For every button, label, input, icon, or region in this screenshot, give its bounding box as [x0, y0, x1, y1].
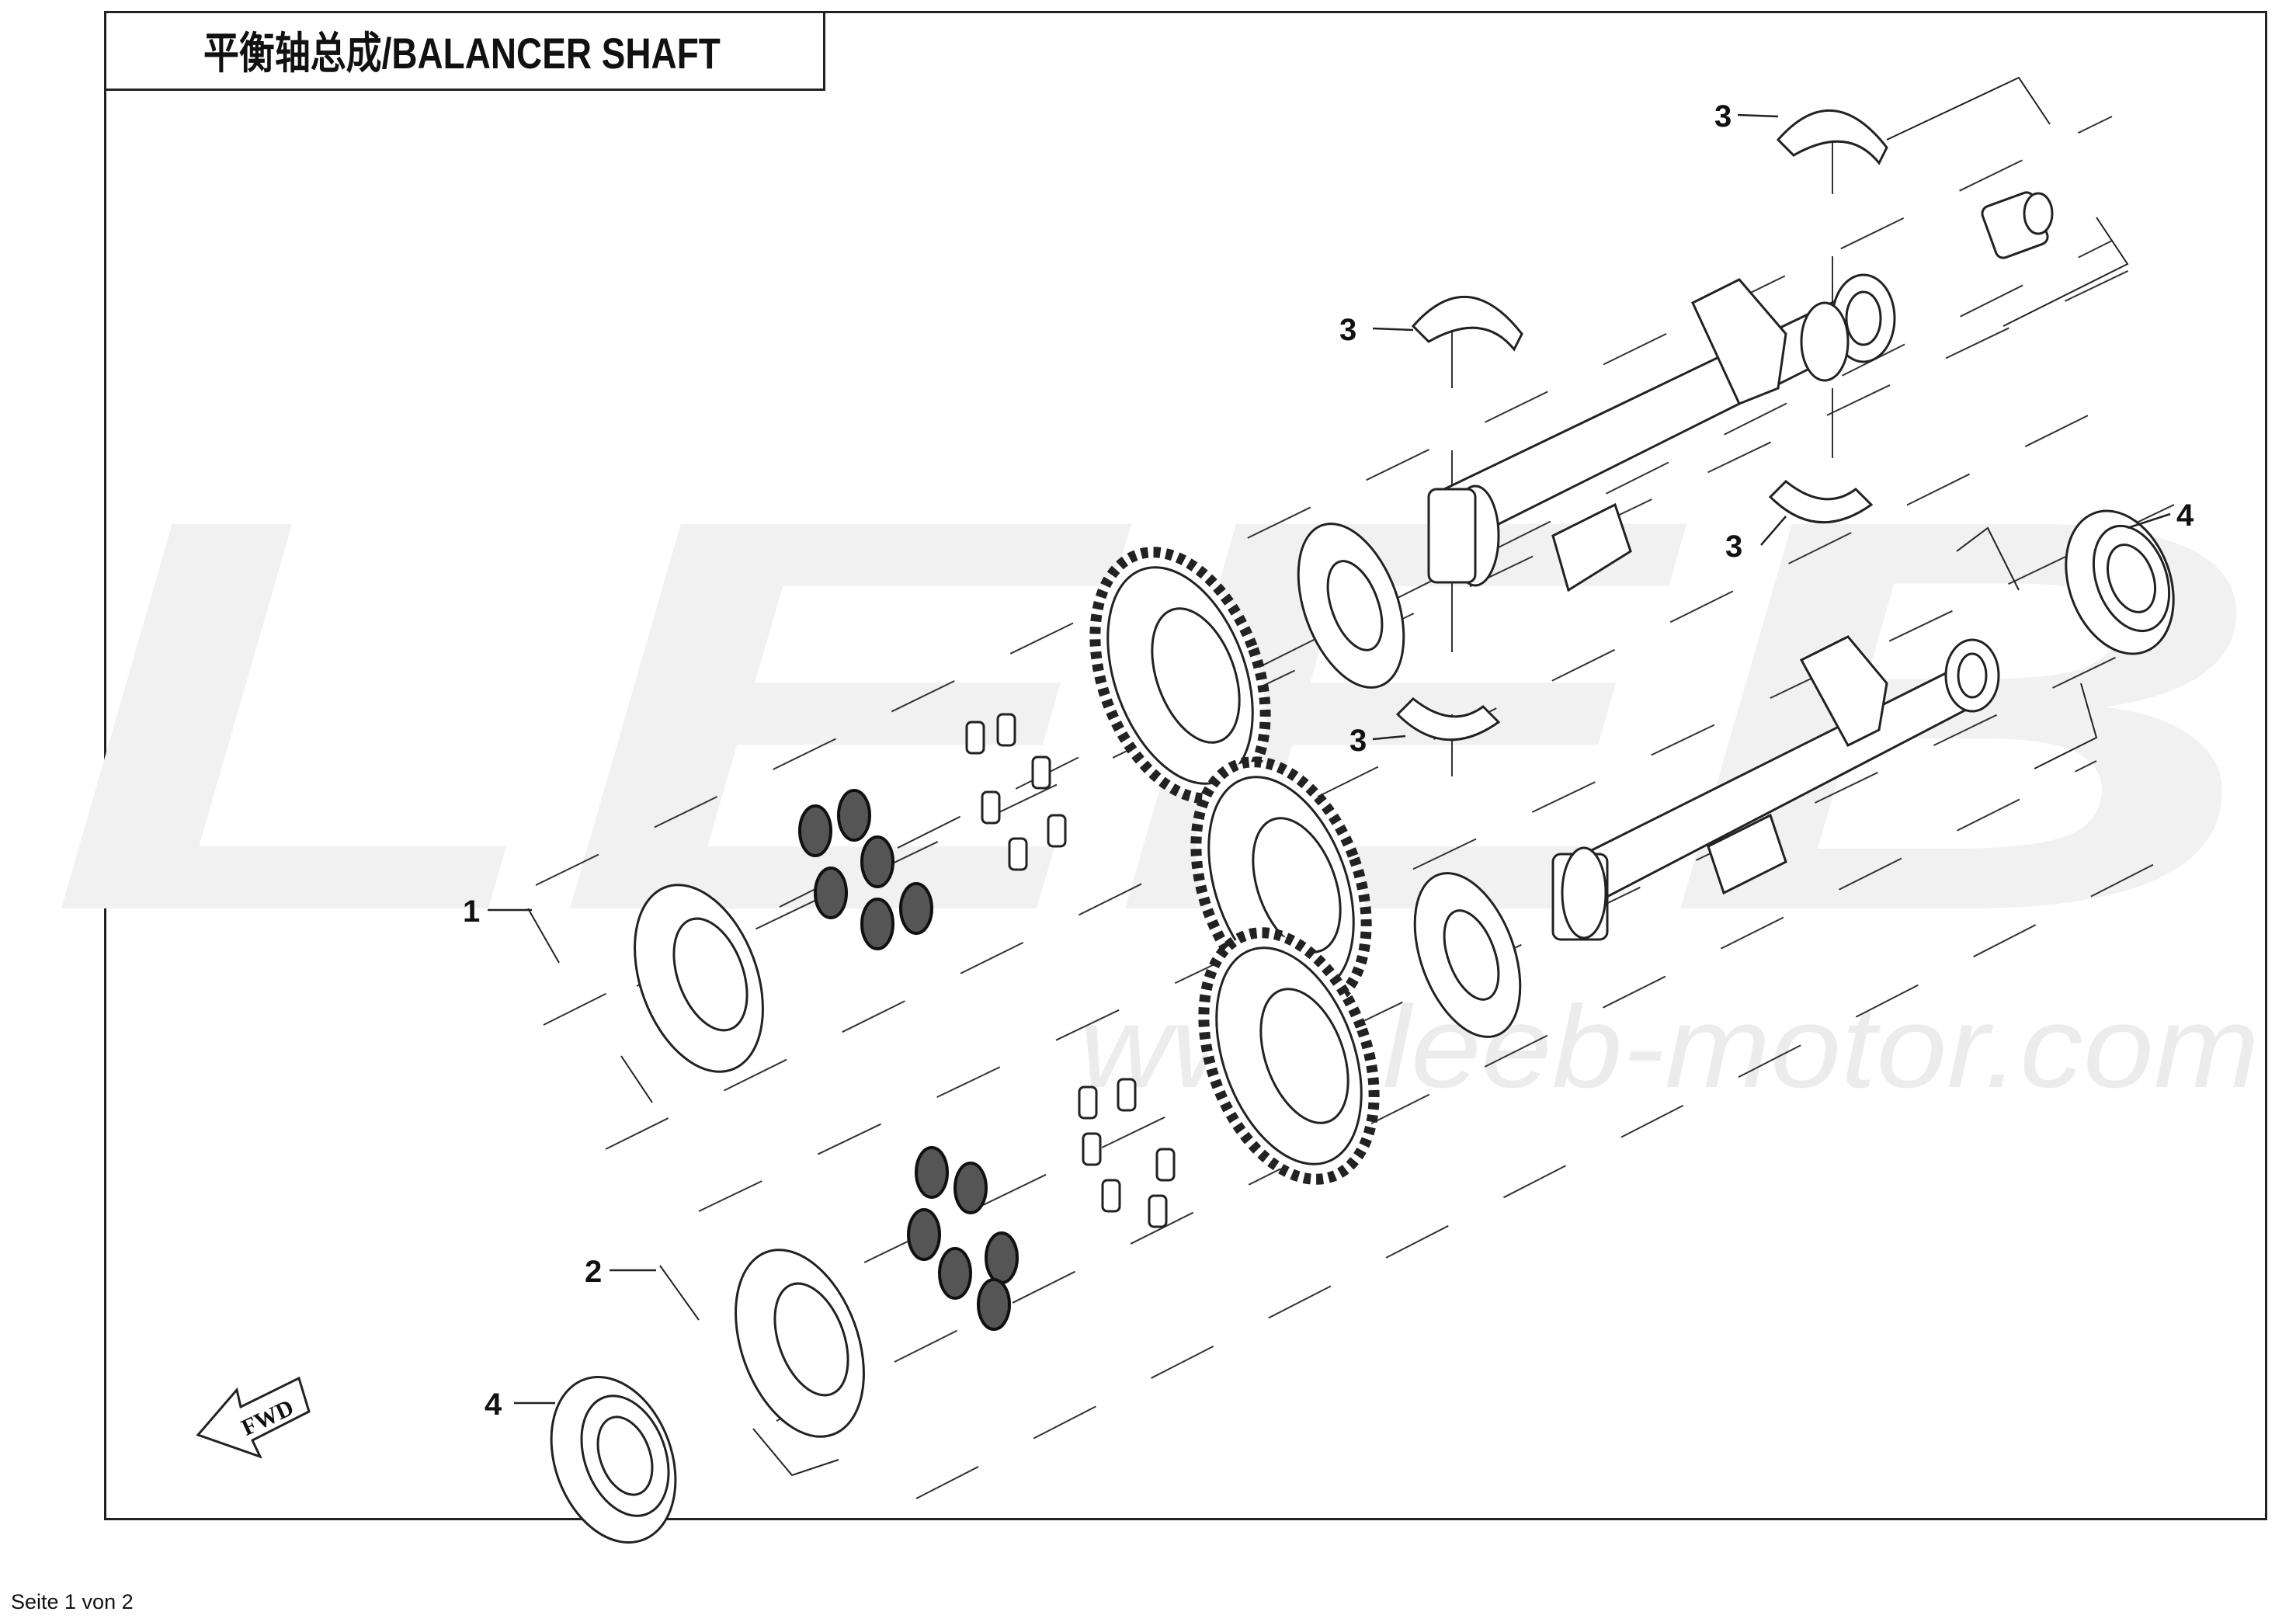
callout-1: 1 [463, 894, 480, 929]
callout-3-top-right: 3 [1714, 99, 1732, 134]
bearing-shell-top-right [1776, 109, 1888, 165]
balancer-shaft-upper [1427, 273, 1896, 592]
callout-4-left: 4 [485, 1388, 502, 1422]
callout-3-mid-left: 3 [1339, 313, 1356, 347]
gears [1089, 547, 1380, 1185]
pins [965, 713, 1176, 1228]
ball-bearings [550, 509, 2175, 1544]
callout-3-right: 3 [1725, 530, 1742, 564]
callout-leaders [488, 113, 2171, 1405]
bushing [1981, 191, 2054, 259]
bearing-shell-right [1768, 479, 1874, 524]
springs [798, 789, 1019, 1331]
callout-numbers: 1 2 3 3 3 3 4 4 [463, 99, 2194, 1422]
callout-4-right: 4 [2176, 498, 2194, 533]
page-title: 平衡轴总成/BALANCER SHAFT [203, 28, 721, 78]
bearing-shell-mid-left [1411, 296, 1523, 352]
callout-3-left: 3 [1349, 724, 1367, 758]
title-box: 平衡轴总成/BALANCER SHAFT [104, 11, 825, 91]
bracket-lines [527, 76, 2129, 1477]
fwd-arrow-icon: FWD [196, 1376, 311, 1459]
bearing-shell-left [1395, 696, 1501, 742]
callout-2: 2 [585, 1255, 602, 1289]
bearing-half-shells [1395, 109, 1888, 742]
diagram-frame [104, 11, 2267, 1520]
balancer-shaft-lower [1551, 635, 2000, 941]
thrust-washers [1297, 523, 1522, 1038]
damper-hubs [634, 884, 865, 1438]
page-footer: Seite 1 von 2 [11, 1590, 134, 1613]
